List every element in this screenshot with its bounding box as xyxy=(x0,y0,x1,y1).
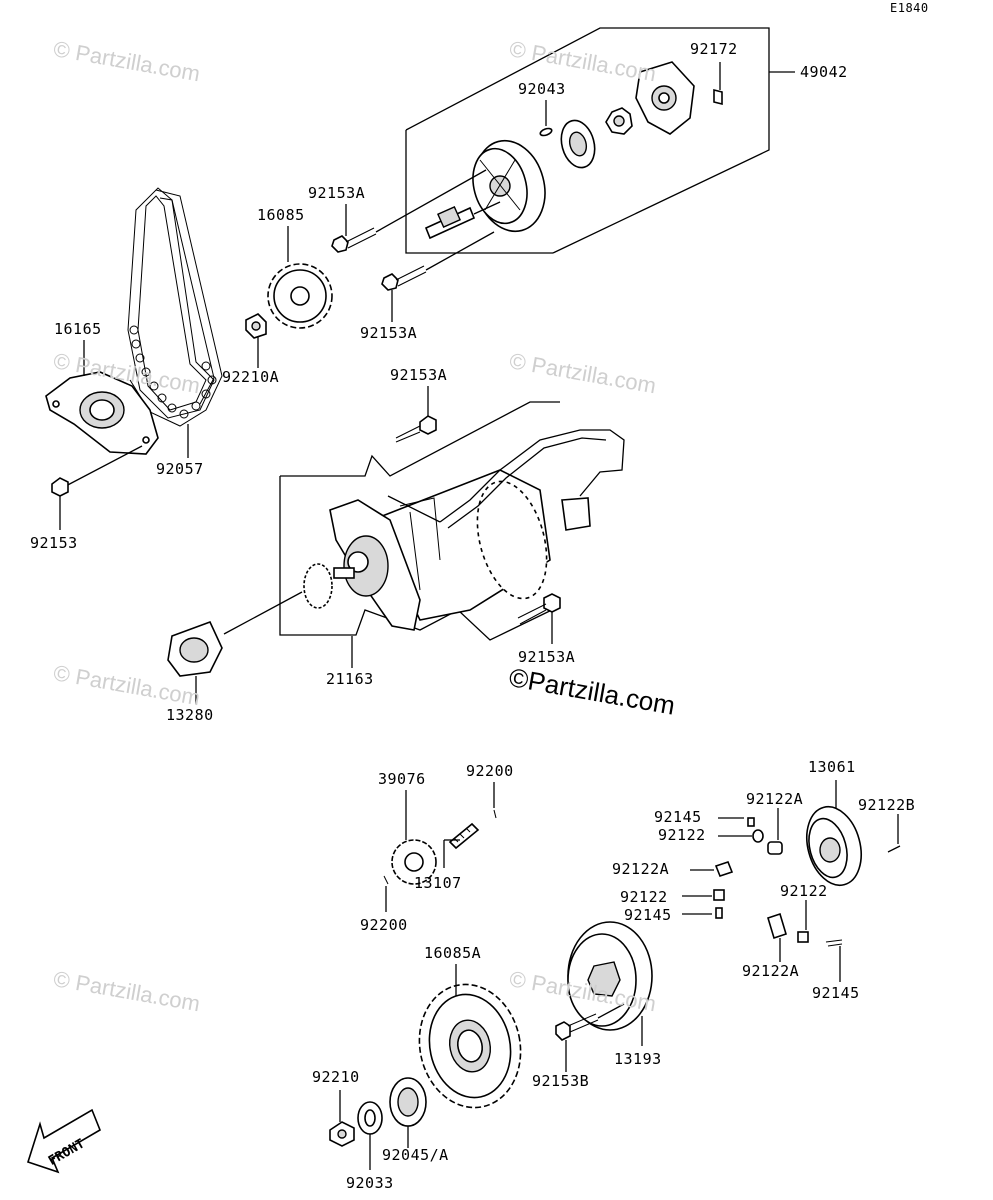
part-label: 16165 xyxy=(54,320,102,338)
part-label: 92153A xyxy=(308,184,366,202)
part-label: 92153B xyxy=(532,1072,590,1090)
part-label: 92122A xyxy=(742,962,800,980)
bearing-92045A xyxy=(389,1077,427,1148)
part-label: 13193 xyxy=(614,1050,662,1068)
part-label: 92210 xyxy=(312,1068,360,1086)
bolt-92153B xyxy=(555,1003,625,1072)
spring-92145-b xyxy=(682,907,723,919)
gear-16085A xyxy=(418,964,522,1109)
clutch-hub-gear xyxy=(605,107,633,135)
starter-idle-gear-13280 xyxy=(167,620,223,704)
part-label: 13061 xyxy=(808,758,856,776)
clutch-shaft xyxy=(424,201,501,240)
part-label: 92200 xyxy=(466,762,514,780)
clutch-plate-13061 xyxy=(806,780,862,887)
nut-92210A xyxy=(245,313,267,368)
part-label: 92122B xyxy=(858,796,916,814)
starter-motor-21163 xyxy=(329,429,625,631)
part-label: 16085 xyxy=(257,206,305,224)
clip-92172 xyxy=(713,62,723,106)
clutch-housing-13193 xyxy=(567,921,653,1046)
spring-92145-a xyxy=(718,817,755,827)
pin-92200-bottom xyxy=(383,875,389,912)
pin-92122B xyxy=(887,814,901,853)
part-label: 39076 xyxy=(378,770,426,788)
part-label: 92153 xyxy=(30,534,78,552)
shaft-13107 xyxy=(443,822,480,868)
part-label: 92043 xyxy=(518,80,566,98)
part-label: 92145 xyxy=(812,984,860,1002)
nut-92210 xyxy=(329,1090,355,1147)
roller-92122-b xyxy=(682,889,725,901)
washer-92033 xyxy=(357,1101,383,1170)
bolt-92153A-motor-top xyxy=(395,386,437,443)
roller-92122-a xyxy=(718,829,764,843)
part-label: 13107 xyxy=(414,874,462,892)
part-label: 92200 xyxy=(360,916,408,934)
part-label: 92153A xyxy=(518,648,576,666)
part-label: 49042 xyxy=(800,63,848,81)
part-label: 92033 xyxy=(346,1174,394,1192)
part-label: 92145 xyxy=(654,808,702,826)
pin-92043 xyxy=(539,100,553,137)
sprocket-16085 xyxy=(267,226,333,329)
part-label: 92057 xyxy=(156,460,204,478)
gear-39076 xyxy=(391,790,437,885)
front-arrow-icon xyxy=(27,1108,101,1174)
part-label: 92153A xyxy=(360,324,418,342)
roller-92122A-b xyxy=(690,861,734,877)
pin-92200-top xyxy=(493,782,497,819)
spring-92145-c xyxy=(825,939,843,982)
roller-92122-c xyxy=(797,900,809,943)
part-label: 92153A xyxy=(390,366,448,384)
bolt-92153A-lower xyxy=(381,231,495,322)
part-label: 16085A xyxy=(424,944,482,962)
clutch-cover-plate xyxy=(635,61,695,135)
part-label: 92122 xyxy=(658,826,706,844)
part-label: 92122 xyxy=(780,882,828,900)
bolt-92153 xyxy=(51,477,69,530)
clutch-roller-ring xyxy=(560,119,596,169)
part-label: 92210A xyxy=(222,368,280,386)
starter-clutch-housing xyxy=(472,139,546,233)
bolt-92153A-upper xyxy=(331,169,487,253)
roller-92122A-c xyxy=(767,912,787,962)
part-label: 92122A xyxy=(612,860,670,878)
part-label: 92172 xyxy=(690,40,738,58)
roller-92122A-a xyxy=(767,808,783,855)
part-label: 21163 xyxy=(326,670,374,688)
part-label: 92145 xyxy=(624,906,672,924)
part-label: 92045/A xyxy=(382,1146,449,1164)
diagram-code: E1840 xyxy=(890,1,929,15)
part-label: 13280 xyxy=(166,706,214,724)
assembly-bracket-49042 xyxy=(405,27,795,254)
part-label: 92122A xyxy=(746,790,804,808)
bolt-92153A-motor-bottom xyxy=(517,593,561,644)
oring-21163 xyxy=(223,563,333,635)
chain-guide-16165 xyxy=(45,340,159,489)
part-label: 92122 xyxy=(620,888,668,906)
